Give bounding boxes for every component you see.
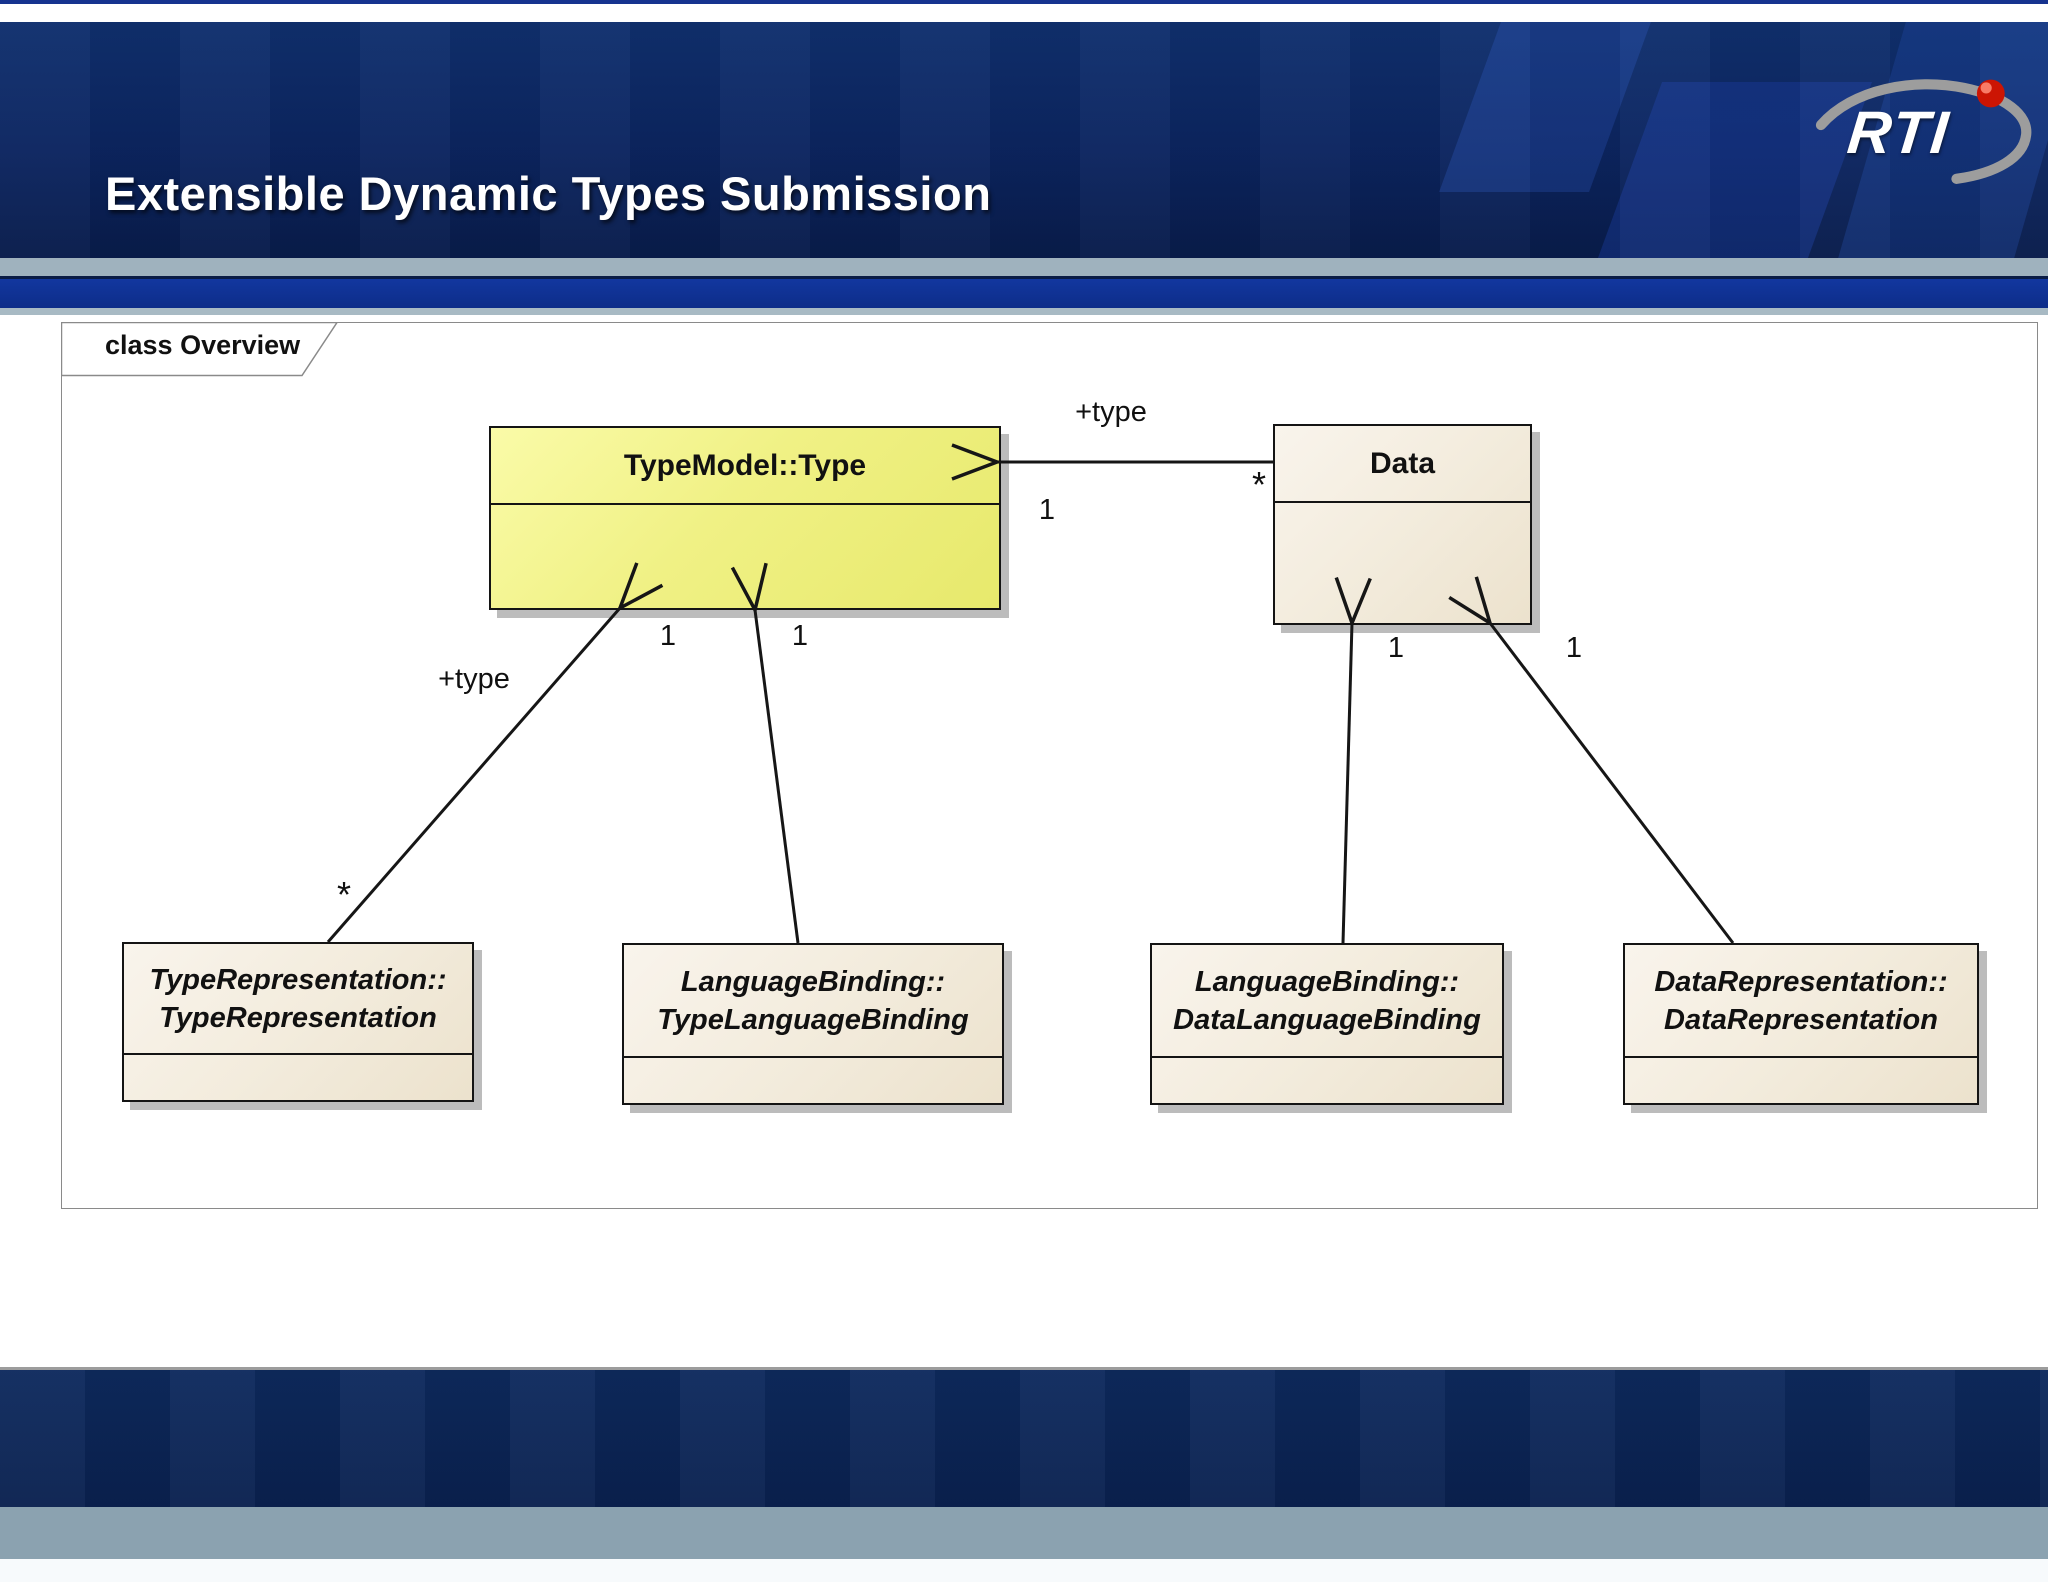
edge-multiplicity-1: 1 — [1565, 632, 1583, 664]
edge-multiplicity-star: * — [1251, 464, 1267, 505]
class-name-line2: DataLanguageBinding — [1173, 1003, 1481, 1036]
class-name: TypeModel::Type — [623, 448, 867, 482]
class-datarepresentation: DataRepresentation:: DataRepresentation — [1623, 943, 1979, 1105]
class-name-line2: TypeLanguageBinding — [657, 1003, 969, 1036]
class-name-compartment: Data — [1275, 426, 1530, 503]
edge-role-label-type: +type — [438, 663, 510, 695]
edge-multiplicity-star: * — [336, 874, 352, 915]
edge-multiplicity-1: 1 — [1387, 632, 1405, 664]
footer-light-band — [0, 1559, 2048, 1582]
class-name-compartment: TypeModel::Type — [491, 428, 999, 505]
class-name-line1: TypeRepresentation:: — [149, 963, 447, 996]
header-band — [0, 22, 2048, 258]
slide-title: Extensible Dynamic Types Submission — [105, 167, 992, 220]
class-typelanguagebinding: LanguageBinding:: TypeLanguageBinding — [622, 943, 1004, 1105]
edge-multiplicity-1: 1 — [791, 620, 809, 652]
diagram-frame-label: class Overview — [105, 330, 301, 360]
class-attributes-compartment — [124, 1055, 472, 1100]
class-attributes-compartment — [491, 505, 999, 608]
class-name-line2: TypeRepresentation — [159, 1001, 437, 1034]
divider-stripe-blue — [0, 279, 2048, 308]
class-name-line2: DataRepresentation — [1664, 1003, 1938, 1036]
class-name-compartment: TypeRepresentation:: TypeRepresentation — [124, 944, 472, 1055]
class-data: Data — [1273, 424, 1532, 625]
rti-logo: RTI — [1808, 72, 2040, 192]
class-name-line1: LanguageBinding:: — [1194, 965, 1460, 998]
footer-gray-band — [0, 1507, 2048, 1559]
class-attributes-compartment — [1625, 1058, 1977, 1103]
class-attributes-compartment — [1275, 503, 1530, 623]
divider-line-navy — [0, 276, 2048, 279]
class-name: Data — [1369, 446, 1436, 480]
class-attributes-compartment — [1152, 1058, 1502, 1103]
diagram-frame-tab — [61, 322, 339, 377]
class-typemodel-type: TypeModel::Type — [489, 426, 1001, 610]
top-edge-strip — [0, 0, 2048, 4]
class-datalanguagebinding: LanguageBinding:: DataLanguageBinding — [1150, 943, 1504, 1105]
edge-role-label-type: +type — [1075, 396, 1147, 428]
header-decor-shape — [1439, 22, 1651, 192]
edge-multiplicity-1: 1 — [1038, 494, 1056, 526]
class-name-compartment: DataRepresentation:: DataRepresentation — [1625, 945, 1977, 1058]
class-name-line1: LanguageBinding:: — [680, 965, 946, 998]
footer-divider-line — [0, 1367, 2048, 1370]
divider-stripe-gray — [0, 258, 2048, 276]
divider-stripe-gray-thin — [0, 308, 2048, 315]
class-typerepresentation: TypeRepresentation:: TypeRepresentation — [122, 942, 474, 1102]
rti-swoosh-icon — [1815, 79, 2032, 184]
rti-logo-text: RTI — [1844, 99, 1954, 166]
class-name-compartment: LanguageBinding:: DataLanguageBinding — [1152, 945, 1502, 1058]
class-attributes-compartment — [624, 1058, 1002, 1103]
footer-navy-band — [0, 1370, 2048, 1507]
class-name-line1: DataRepresentation:: — [1654, 965, 1948, 998]
class-name-compartment: LanguageBinding:: TypeLanguageBinding — [624, 945, 1002, 1058]
edge-multiplicity-1: 1 — [659, 620, 677, 652]
